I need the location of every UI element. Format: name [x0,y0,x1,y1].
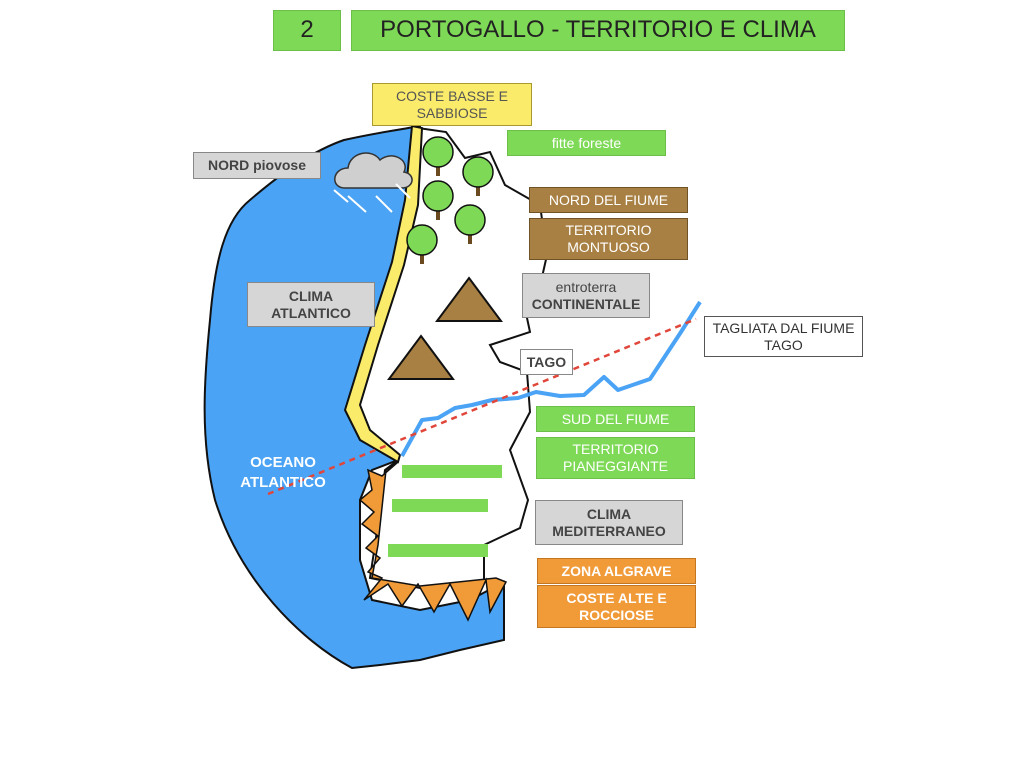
mountain-icon [387,334,455,380]
label-line: ROCCIOSE [579,606,654,623]
label-line: ATLANTICO [240,474,326,492]
page-title-text: PORTOGALLO - TERRITORIO E CLIMA [380,16,816,44]
label-nord-piovose: NORD piovose [193,152,321,179]
label-line: SABBIOSE [416,104,488,121]
label-fitte-foreste: fitte foreste [507,130,666,156]
label-clima-atlantico: CLIMA ATLANTICO [247,282,375,327]
label-line: TAGO [764,336,803,353]
tree-icon [422,136,454,176]
label-line: CLIMA [288,287,334,304]
slide-number-text: 2 [300,16,314,44]
tago-river [400,300,702,457]
plain-stripe [392,499,488,512]
label-text: SUD DEL FIUME [561,410,670,427]
label-oceano-atlantico: OCEANO ATLANTICO [228,453,338,494]
label-coste-alte: COSTE ALTE E ROCCIOSE [537,585,696,628]
tree-icon [422,180,454,220]
slide-number: 2 [273,10,341,51]
tree-icon [454,204,486,244]
label-line: MEDITERRANEO [552,522,666,539]
label-text: NORD DEL FIUME [548,191,669,208]
tree-icon [406,224,438,264]
label-line: PIANEGGIANTE [562,458,669,474]
label-tagliata: TAGLIATA DAL FIUME TAGO [704,316,863,357]
label-line: COSTE ALTE E [566,589,667,606]
label-text: ZONA ALGRAVE [561,562,672,579]
sandy-coast [343,124,424,464]
cloud-rain-icon [333,152,413,213]
label-sud-fiume: SUD DEL FIUME [536,406,695,432]
label-line: CONTINENTALE [531,295,641,312]
label-line: COSTE BASSE E [395,87,509,104]
label-line: TERRITORIO [572,441,659,458]
label-line: MONTUOSO [567,239,650,255]
mountain-icon [435,276,503,322]
label-text: fitte foreste [551,134,622,151]
label-line: entroterra [555,278,617,295]
label-line: ATLANTICO [271,304,351,321]
label-line: CLIMA [586,505,632,522]
page-title: PORTOGALLO - TERRITORIO E CLIMA [351,10,845,51]
label-territorio-pianeggiante: TERRITORIO PIANEGGIANTE [536,437,695,479]
label-text: NORD piovose [207,157,306,174]
label-entroterra: entroterra CONTINENTALE [522,273,650,318]
plain-stripe [402,465,502,478]
label-text: TAGO [526,353,567,370]
label-tago: TAGO [520,349,573,375]
label-zona-algrave: ZONA ALGRAVE [537,558,696,584]
label-line: TAGLIATA DAL FIUME [712,319,855,336]
label-line: OCEANO [250,454,316,471]
tago-cut-line [267,317,697,496]
label-line: TERRITORIO [565,222,652,239]
label-clima-mediterraneo: CLIMA MEDITERRANEO [535,500,683,545]
label-nord-fiume: NORD DEL FIUME [529,187,688,213]
tree-icon [462,156,494,196]
label-territorio-montuoso: TERRITORIO MONTUOSO [529,218,688,260]
rocky-coast [358,461,508,622]
label-coste-basse: COSTE BASSE E SABBIOSE [372,83,532,126]
plain-stripe [388,544,488,557]
